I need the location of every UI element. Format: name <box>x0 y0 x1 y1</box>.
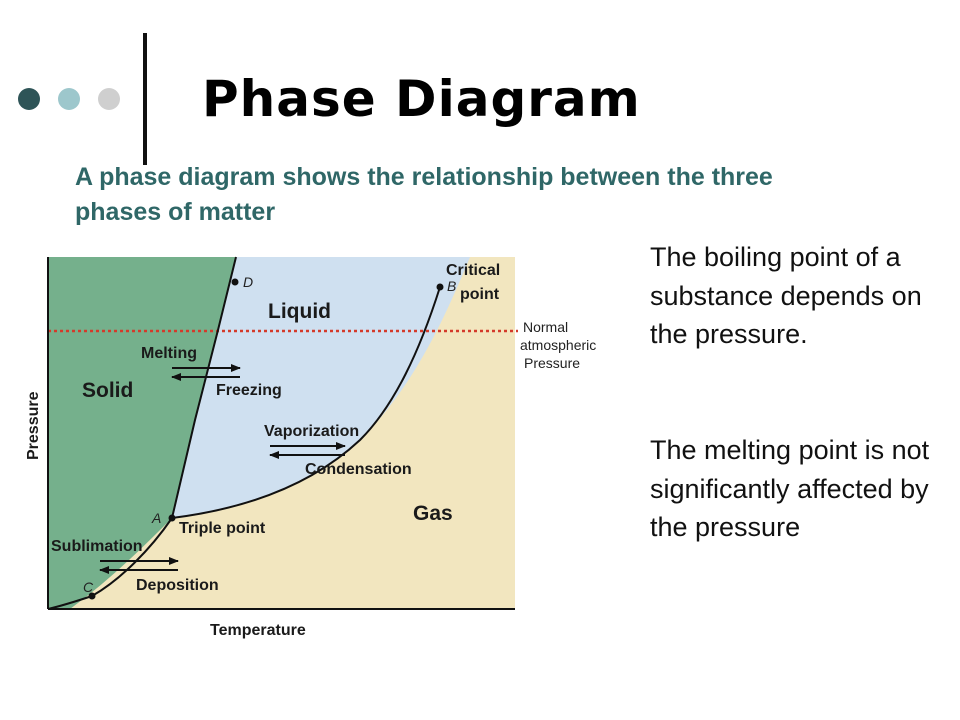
triple-point-label: Triple point <box>179 520 266 537</box>
bullet-dot-gray <box>98 88 120 110</box>
point-d-marker <box>231 278 239 286</box>
slide-title: Phase Diagram <box>202 70 641 128</box>
critical-point-label-1: Critical <box>446 262 500 279</box>
point-a-label: A <box>151 510 161 526</box>
sublimation-label: Sublimation <box>51 538 143 555</box>
point-b-label: B <box>447 278 456 294</box>
solid-region <box>48 257 236 609</box>
sublimation-curve <box>47 517 173 610</box>
freezing-label: Freezing <box>216 382 282 399</box>
point-d-label: D <box>243 274 253 290</box>
critical-point-label-2: point <box>460 286 500 303</box>
boiling-point-note: The boiling point of a substance depends… <box>650 242 922 349</box>
normal-pressure-label-1: Normal <box>523 319 568 335</box>
vaporization-curve <box>171 286 441 519</box>
melting-curve <box>171 256 237 519</box>
solid-label: Solid <box>82 379 133 402</box>
point-b-marker <box>436 283 444 291</box>
title-divider <box>143 33 147 165</box>
bullet-dot-dark <box>18 88 40 110</box>
point-c-marker <box>88 592 96 600</box>
melting-label: Melting <box>141 345 197 362</box>
condensation-label: Condensation <box>305 461 412 478</box>
y-axis-label: Pressure <box>25 391 42 460</box>
vaporization-label: Vaporization <box>264 423 359 440</box>
bullet-dot-teal <box>58 88 80 110</box>
liquid-label: Liquid <box>268 300 331 323</box>
melting-point-note: The melting point is not significantly a… <box>650 435 930 542</box>
slide-subtitle: A phase diagram shows the relationship b… <box>75 163 773 226</box>
point-a-marker <box>168 514 176 522</box>
x-axis-label: Temperature <box>210 622 306 639</box>
liquid-region <box>172 257 470 518</box>
gas-label: Gas <box>413 502 453 525</box>
point-c-label: C <box>83 579 94 595</box>
normal-pressure-label-3: Pressure <box>524 355 580 371</box>
deposition-label: Deposition <box>136 577 219 594</box>
normal-pressure-label-2: atmospheric <box>520 337 596 353</box>
